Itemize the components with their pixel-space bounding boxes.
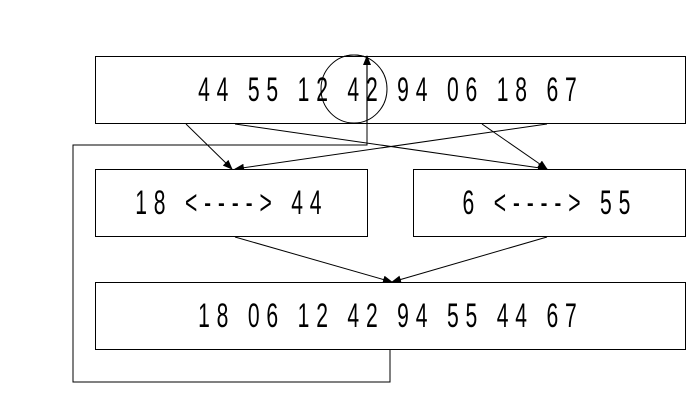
bottom-sequence-box: 18 06 12 42 94 55 44 67: [95, 282, 686, 350]
right-swap-text: 6 <----> 55: [462, 183, 637, 222]
bottom-sequence-text: 18 06 12 42 94 55 44 67: [197, 296, 584, 335]
feedback-loop-line: [72, 57, 391, 383]
arrow-right-to-bottom: [391, 236, 548, 284]
left-swap-text: 18 <----> 44: [134, 183, 329, 222]
right-swap-box: 6 <----> 55: [413, 169, 686, 237]
arrow-top-to-left-1: [185, 123, 233, 170]
top-sequence-box: 44 55 12 42 94 06 18 67: [95, 56, 686, 124]
arrow-top-to-right-2: [481, 123, 548, 170]
left-swap-box: 18 <----> 44: [95, 169, 368, 237]
arrow-left-to-bottom: [234, 236, 393, 284]
top-sequence-text: 44 55 12 42 94 06 18 67: [197, 70, 584, 109]
arrow-top-to-right-1: [234, 123, 548, 172]
